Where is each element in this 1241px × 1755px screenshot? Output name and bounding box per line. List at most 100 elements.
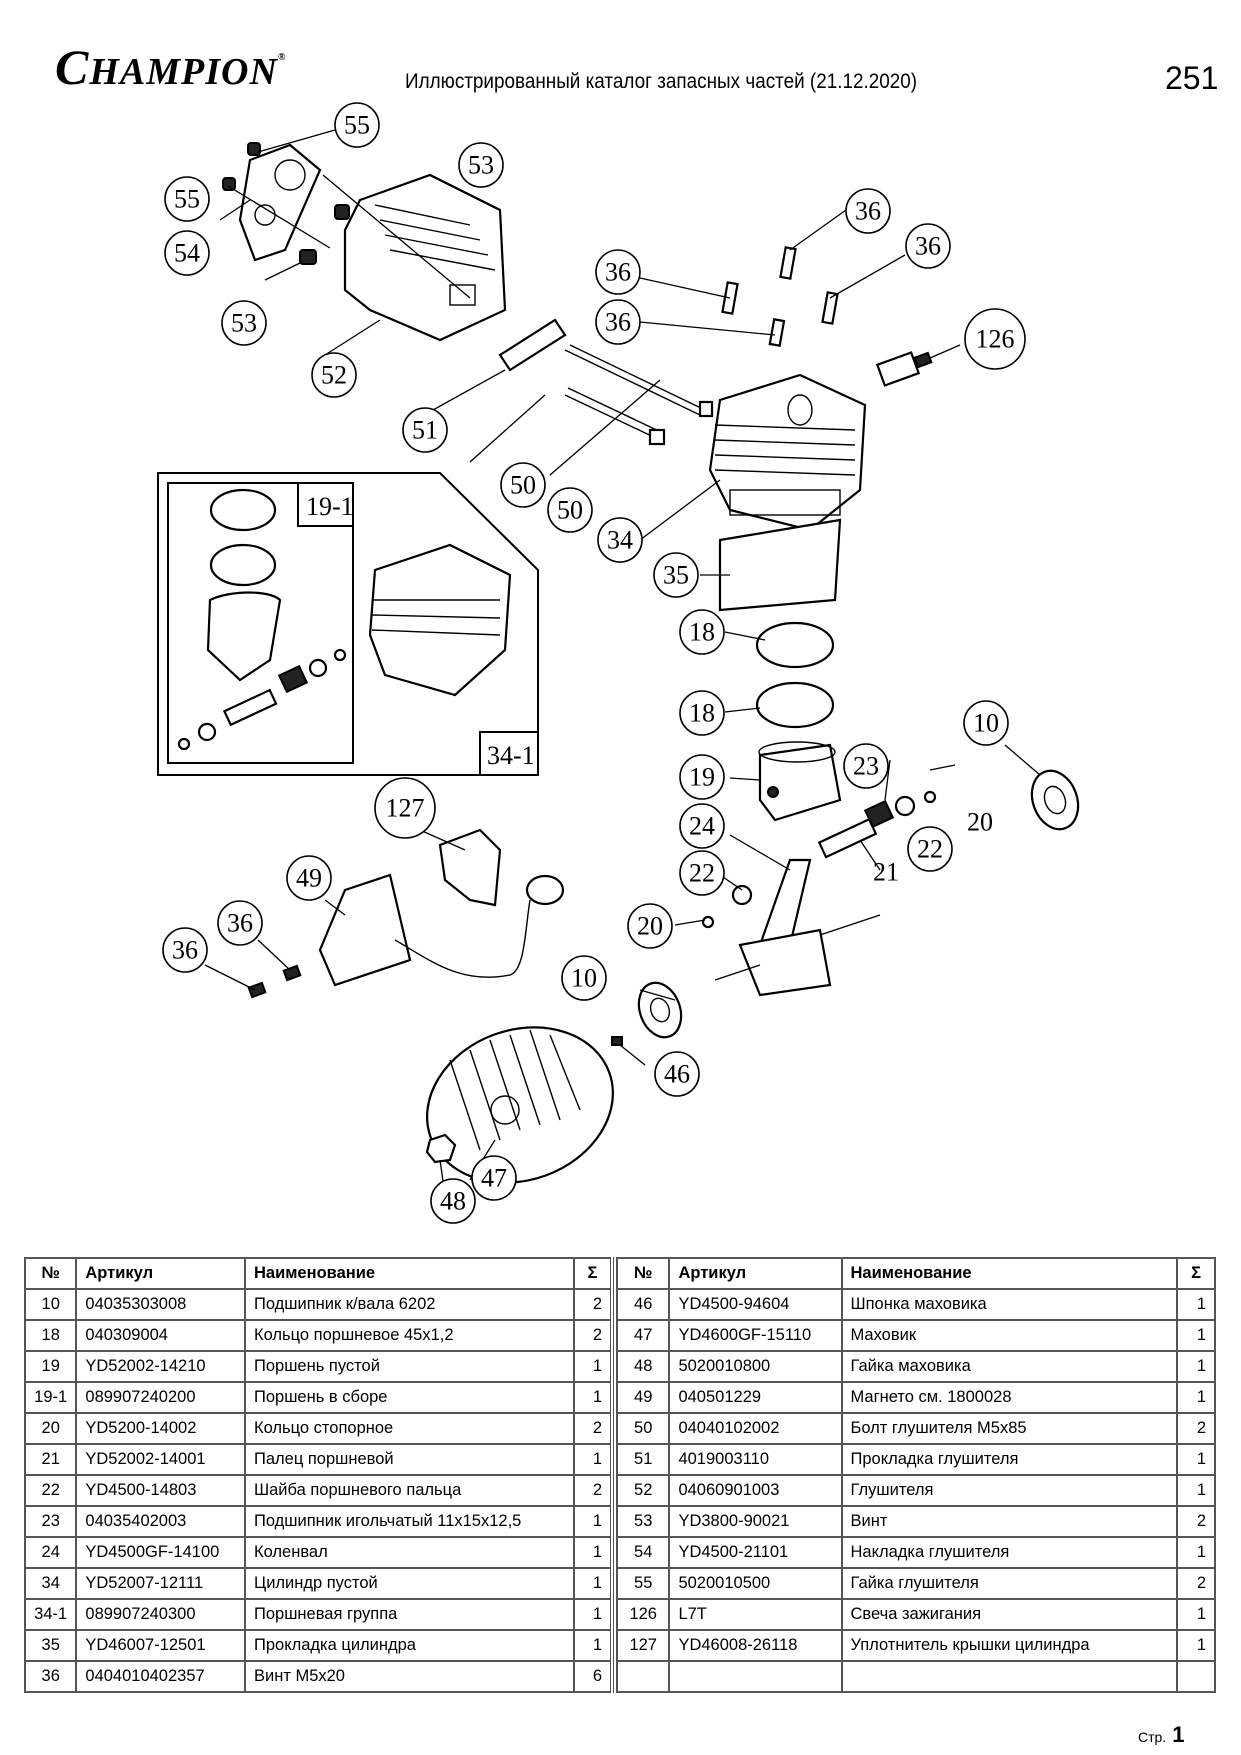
callout-18-b: 18 [679,690,725,736]
cell-article: 0404010402357 [75,1660,246,1693]
cell-name: Накладка глушителя [840,1536,1179,1569]
svg-text:18: 18 [689,699,715,728]
cell-qty: 1 [572,1505,614,1538]
cell-qty: 2 [1176,1412,1216,1445]
svg-text:23: 23 [853,752,879,781]
callout-24: 24 [679,803,725,849]
cell-article: 040309004 [75,1319,246,1352]
svg-text:21: 21 [873,858,899,887]
cell-qty: 2 [572,1412,614,1445]
svg-text:46: 46 [664,1060,690,1089]
page-footer: Стр.1 [1138,1722,1184,1748]
callout-35: 35 [653,552,699,598]
svg-text:127: 127 [386,794,425,823]
callout-34: 34 [597,517,643,563]
svg-text:53: 53 [468,151,494,180]
cell-num: 51 [615,1443,671,1476]
callout-50-b: 50 [547,487,593,533]
svg-text:49: 49 [296,864,322,893]
footer-page-label: Стр. [1138,1729,1167,1745]
cell-name: Гайка маховика [840,1350,1179,1383]
cell-article: YD4500-14803 [75,1474,246,1507]
cell-num: 50 [615,1412,671,1445]
cell-name: Уплотнитель крышки цилиндра [840,1629,1179,1662]
callout-47: 47 [471,1155,517,1201]
cell-name: Цилиндр пустой [243,1567,575,1600]
callout-53-a: 53 [458,142,504,188]
callout-51: 51 [402,407,448,453]
col-header-name: Наименование [840,1257,1179,1290]
col-header-article: Артикул [75,1257,246,1290]
cell-num: 55 [615,1567,671,1600]
svg-text:18: 18 [689,618,715,647]
callout-53-b: 53 [221,300,267,346]
svg-text:50: 50 [557,496,583,525]
callout-48: 48 [430,1178,476,1224]
svg-text:35: 35 [663,561,689,590]
svg-text:50: 50 [510,471,536,500]
cell-qty: 1 [1176,1381,1216,1414]
cell-qty: 1 [572,1598,614,1631]
spark-plug [875,351,933,387]
muffler-nuts [222,142,261,191]
cell-article: 04035402003 [75,1505,246,1538]
cell-num: 52 [615,1474,671,1507]
svg-text:24: 24 [689,812,715,841]
cell-num: 18 [23,1319,78,1352]
callout-19: 19 [679,754,725,800]
cell-name: Глушителя [840,1474,1179,1507]
cell-name: Прокладка глушителя [840,1443,1179,1476]
cell-num: 127 [615,1629,671,1662]
cell-num: 34 [23,1567,78,1600]
cylinder-cover-seal [438,828,502,907]
svg-text:54: 54 [174,239,200,268]
cell-name: Подшипник к/вала 6202 [243,1288,575,1321]
cell-article: 04060901003 [668,1474,843,1507]
champion-logo: CHAMPION® [55,38,286,96]
cell-article: 04035303008 [75,1288,246,1321]
callout-22-b: 22 [907,826,953,872]
cell-name: Кольцо стопорное [243,1412,575,1445]
flywheel-key [611,1036,623,1046]
svg-text:52: 52 [321,361,347,390]
svg-text:55: 55 [344,111,370,140]
svg-text:47: 47 [481,1164,507,1193]
callout-55-b: 55 [164,176,210,222]
svg-text:36: 36 [605,308,631,337]
callout-18-a: 18 [679,609,725,655]
callout-36-d: 36 [595,299,641,345]
table-header-row: № Артикул Наименование Σ [23,1257,614,1290]
cell-qty: 1 [1176,1474,1216,1507]
cell-num: 20 [23,1412,78,1445]
callout-52: 52 [311,352,357,398]
cell-qty: 6 [572,1660,614,1693]
muffler [299,173,507,342]
cell-name: Маховик [840,1319,1179,1352]
callout-54: 54 [164,230,210,276]
cell-article: YD4500-94604 [668,1288,843,1321]
callout-36-b: 36 [845,188,891,234]
callout-10-b: 10 [561,955,607,1001]
cell-name: Свеча зажигания [840,1598,1179,1631]
col-header-qty: Σ [1176,1257,1216,1290]
cell-qty: 1 [1176,1443,1216,1476]
cell-article: YD4600GF-15110 [668,1319,843,1352]
svg-text:22: 22 [917,835,943,864]
cell-name: Поршень в сборе [243,1381,575,1414]
col-header-num: № [23,1257,78,1290]
cell-name: Гайка глушителя [840,1567,1179,1600]
cell-num: 126 [615,1598,671,1631]
